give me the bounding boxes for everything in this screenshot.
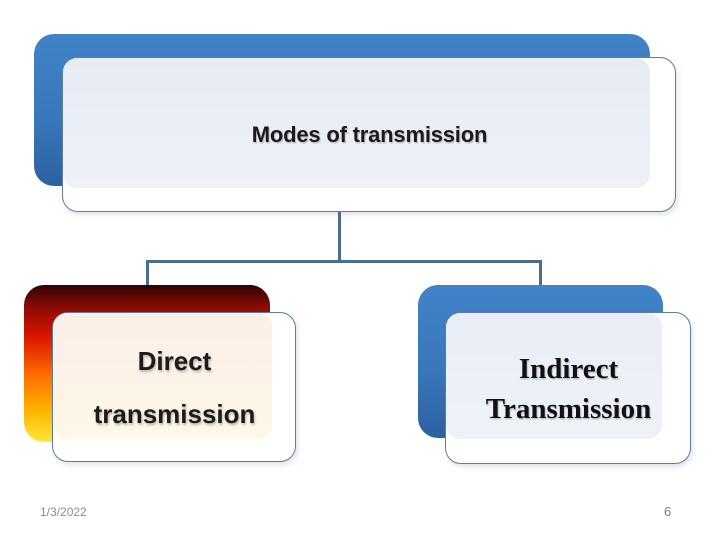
direct-node-label-line2: transmission (93, 398, 256, 429)
connector-root-stem (338, 186, 341, 263)
direct-node-highlight-panel (53, 313, 272, 439)
connector-drop-direct (146, 260, 149, 289)
connector-horizontal-bar (146, 260, 542, 263)
indirect-node-label: Indirect Transmission (445, 312, 692, 465)
slide-date: 1/3/2022 (40, 505, 87, 519)
indirect-node-label-line2: Transmission (485, 392, 652, 425)
direct-node-label-line1: Direct (137, 345, 212, 376)
root-node-label: Modes of transmission (251, 122, 488, 147)
slide-page-number: 6 (664, 504, 672, 519)
root-node-highlight-panel (63, 58, 650, 188)
connector-drop-indirect (539, 260, 542, 289)
indirect-node-highlight-panel (446, 313, 662, 439)
indirect-node-label-line1: Indirect (518, 352, 619, 385)
direct-node-label: Direct transmission (52, 312, 297, 463)
